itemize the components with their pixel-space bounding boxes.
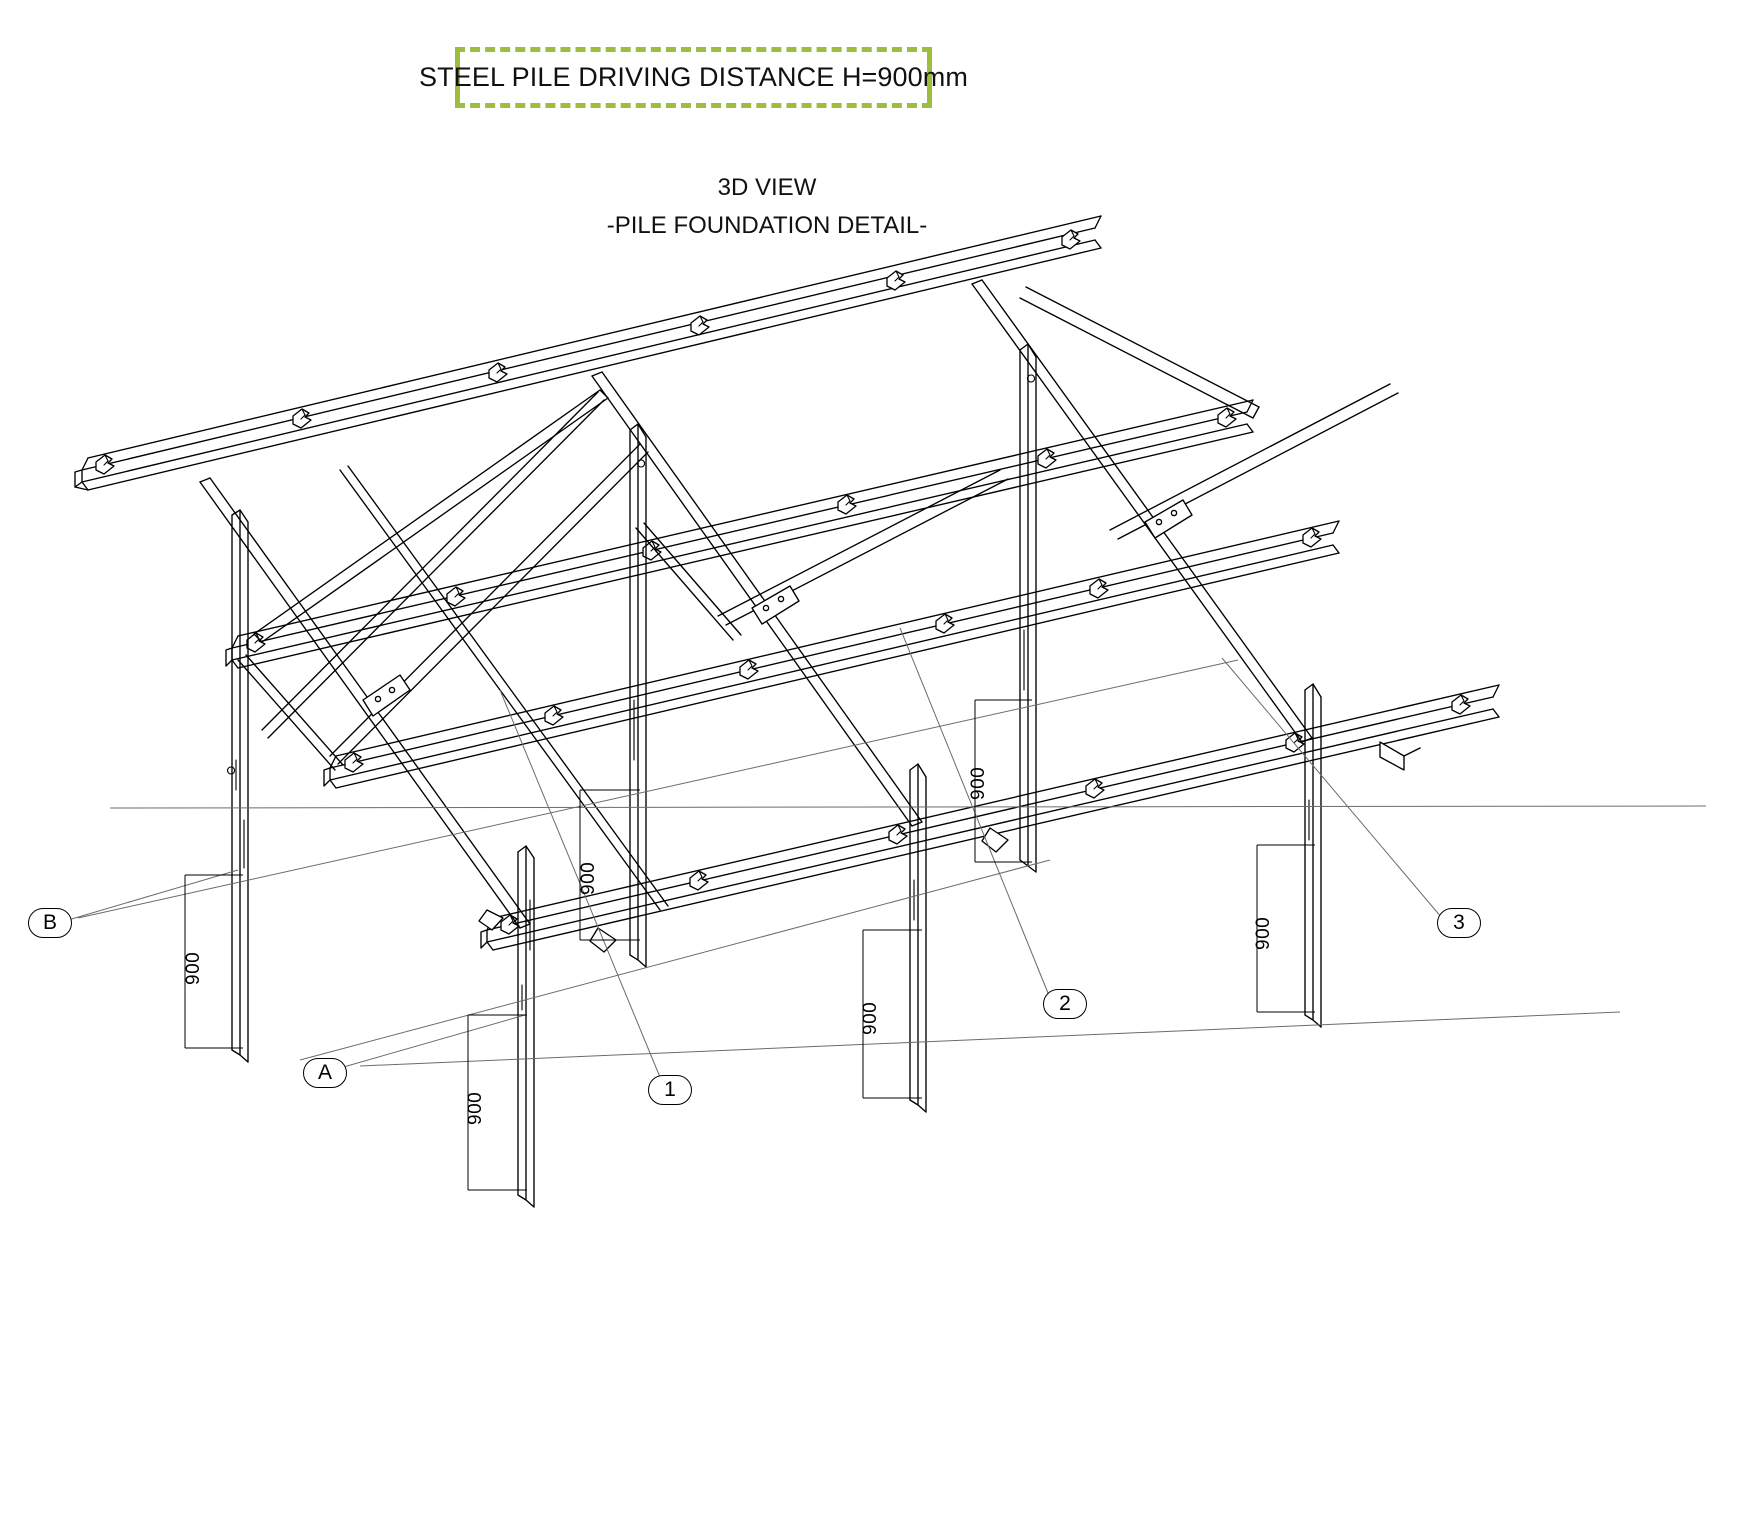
diagonal-brace-left-A xyxy=(253,389,609,643)
callout-1[interactable]: 1 xyxy=(648,1075,692,1105)
dim-1-900: 900 xyxy=(578,861,599,895)
sheet-title: STEEL PILE DRIVING DISTANCE H=900mm xyxy=(419,62,968,92)
outrigger-right xyxy=(1379,741,1421,771)
dim-3-900: 900 xyxy=(1253,916,1274,950)
dimension-frame-A xyxy=(467,1014,527,1191)
dimension-frame-3 xyxy=(1256,844,1315,1013)
brace-gusset-right xyxy=(1144,499,1193,539)
purlin-rail-upper-mid xyxy=(225,399,1254,669)
dimension-frame-B xyxy=(184,874,243,1049)
callout-label: B xyxy=(42,911,57,934)
steel-pile-3 xyxy=(1304,683,1322,1028)
callout-label: 3 xyxy=(1453,911,1465,934)
lower-chord-left xyxy=(237,654,344,771)
callout-a[interactable]: A xyxy=(303,1058,347,1088)
grid-line-B xyxy=(77,659,1707,919)
leader-line-3 xyxy=(1221,657,1443,919)
leader-line-1 xyxy=(499,689,663,1083)
outrigger-front-far xyxy=(478,909,504,931)
purlin-rail-second xyxy=(1019,286,1260,419)
rafter-mid-right xyxy=(971,279,1313,743)
dimension-frame-top xyxy=(974,699,1032,863)
callout-2[interactable]: 2 xyxy=(1043,989,1087,1019)
callout-label: A xyxy=(317,1061,332,1084)
steel-pile-A xyxy=(517,845,535,1208)
dim-top-900: 900 xyxy=(968,766,989,800)
purlin-rail-lower-mid xyxy=(323,520,1340,789)
title-block: STEEL PILE DRIVING DISTANCE H=900mm xyxy=(419,47,968,108)
grid-line-A xyxy=(299,859,1621,1067)
callout-b[interactable]: B xyxy=(28,908,72,938)
brace-gusset-left xyxy=(362,674,411,717)
diagonal-brace-right xyxy=(1109,383,1399,540)
rafter-mid-left xyxy=(591,371,923,827)
brace-gusset-mid xyxy=(751,585,800,625)
leader-line-A xyxy=(339,1014,526,1069)
dim-2-900: 900 xyxy=(860,1001,881,1035)
callout-3[interactable]: 3 xyxy=(1437,908,1481,938)
dim-a-900: 900 xyxy=(465,1091,486,1125)
callout-label: 1 xyxy=(664,1078,676,1101)
dimension-frame-1 xyxy=(579,789,640,941)
callout-label: 2 xyxy=(1059,992,1071,1015)
steel-pile-2 xyxy=(909,763,927,1113)
leader-line-B xyxy=(57,869,239,924)
steel-pile-B xyxy=(227,509,249,1063)
dimension-frame-2 xyxy=(862,929,922,1099)
dim-b-900: 900 xyxy=(183,951,204,985)
detail-name-label: -PILE FOUNDATION DETAIL- xyxy=(606,212,928,239)
steel-pile-right-back xyxy=(1019,343,1037,873)
purlin-rail-top-back xyxy=(74,215,1102,491)
lower-chord-mid xyxy=(635,522,742,641)
view-name-label: 3D VIEW xyxy=(717,174,817,201)
